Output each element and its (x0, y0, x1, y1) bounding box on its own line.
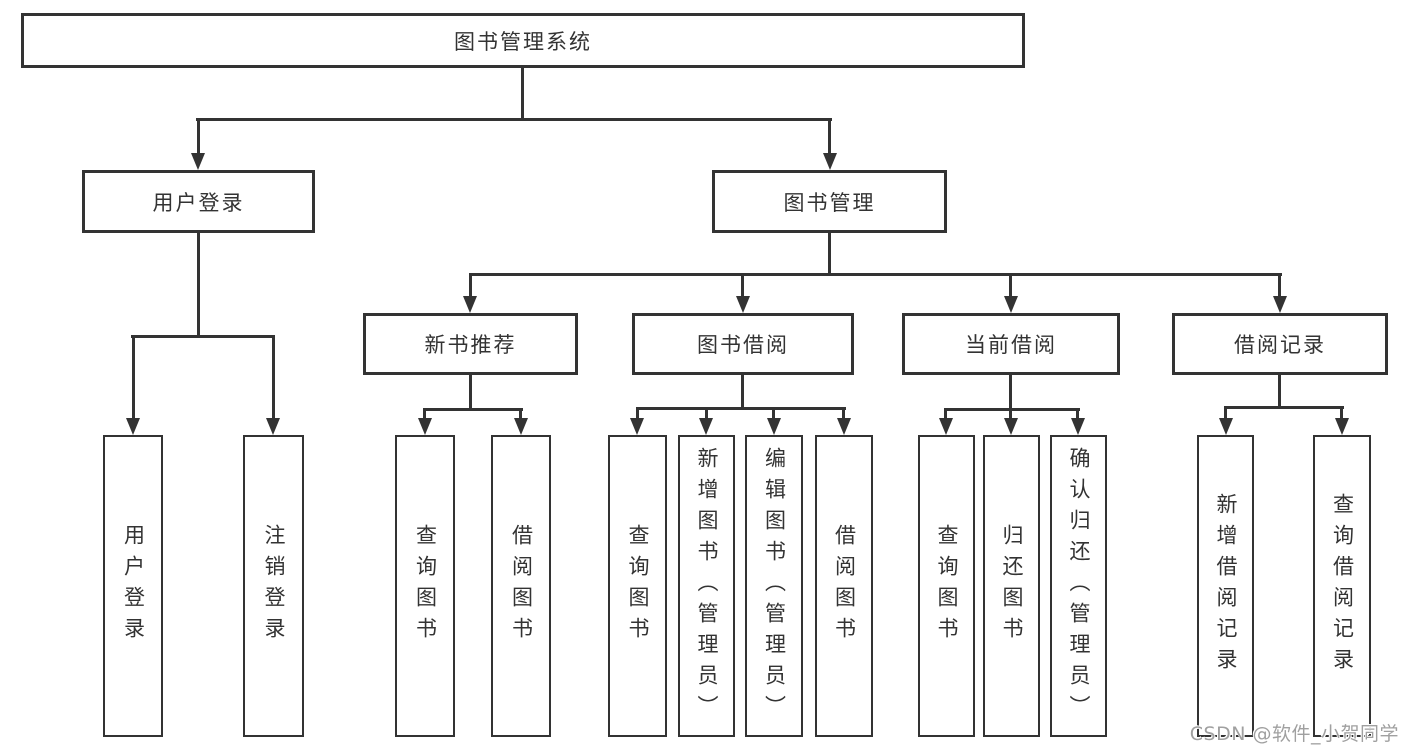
connector-book-management-stem (828, 233, 831, 273)
arrowhead-leaf-5 (630, 418, 644, 435)
connector-root-stem (521, 68, 524, 118)
node-book-management-label: 图书管理 (783, 190, 876, 215)
arrowhead-borrow-record (1273, 296, 1287, 313)
connector-drop-new-book-recommend (469, 273, 472, 296)
connector-drop-leaf-7 (772, 407, 775, 418)
node-borrow-record: 借阅记录 (1172, 313, 1388, 375)
arrowhead-current-borrow (1004, 296, 1018, 313)
node-new-book-recommend-label: 新书推荐 (424, 333, 517, 357)
connector-drop-user-login (197, 118, 200, 153)
leaf-add-books-admin-label: 新增图书（管理员） (695, 446, 719, 726)
arrowhead-leaf-3 (418, 418, 432, 435)
arrowhead-leaf-4 (514, 418, 528, 435)
arrowhead-leaf-6 (699, 418, 713, 435)
leaf-borrow-books: 借阅图书 (815, 435, 873, 737)
node-root: 图书管理系统 (21, 13, 1025, 68)
leaf-return-books-label: 归还图书 (1000, 524, 1024, 648)
connector-drop-borrow-record (1278, 273, 1281, 296)
leaf-confirm-return-admin-label: 确认归还（管理员） (1067, 446, 1091, 726)
connector-new-book-recommend-stem (469, 375, 472, 408)
leaf-confirm-return-admin: 确认归还（管理员） (1050, 435, 1107, 737)
connector-drop-leaf-8 (842, 407, 845, 418)
connector-current-borrow-branch (944, 408, 1080, 411)
leaf-query-borrow-record-label: 查询借阅记录 (1330, 493, 1355, 679)
connector-book-management-branch (469, 273, 1282, 276)
connector-drop-leaf-12 (1224, 406, 1227, 418)
node-current-borrow-label: 当前借阅 (965, 333, 1057, 357)
node-book-management: 图书管理 (712, 170, 947, 233)
node-user-login: 用户登录 (82, 170, 315, 233)
connector-current-borrow-stem (1009, 375, 1012, 408)
connector-user-login-stem (197, 233, 200, 335)
leaf-return-books: 归还图书 (983, 435, 1040, 737)
node-book-borrow: 图书借阅 (632, 313, 854, 375)
connector-user-login-branch (131, 335, 275, 338)
arrowhead-user-login (191, 153, 205, 170)
connector-drop-book-borrow (741, 273, 744, 296)
connector-book-borrow-branch (636, 407, 846, 410)
connector-borrow-record-stem (1278, 375, 1281, 406)
leaf-add-borrow-record-label: 新增借阅记录 (1214, 493, 1238, 679)
node-book-borrow-label: 图书借阅 (697, 333, 789, 357)
leaf-add-borrow-record: 新增借阅记录 (1197, 435, 1254, 737)
node-user-login-label: 用户登录 (152, 190, 245, 215)
connector-root-branch (196, 118, 832, 121)
leaf-borrow-books-recommend-label: 借阅图书 (509, 524, 534, 648)
arrowhead-leaf-13 (1335, 418, 1349, 435)
connector-drop-leaf-5 (636, 407, 639, 418)
arrowhead-leaf-9 (939, 418, 953, 435)
csdn-watermark: CSDN @软件_小贺同学 (1189, 723, 1399, 745)
arrowhead-leaf-10 (1004, 418, 1018, 435)
arrowhead-leaf-1 (126, 418, 140, 435)
connector-drop-leaf-3 (423, 408, 426, 418)
leaf-edit-books-admin-label: 编辑图书（管理员） (762, 446, 787, 726)
arrowhead-leaf-7 (767, 418, 781, 435)
connector-drop-leaf-6 (705, 407, 708, 418)
leaf-query-books-current: 查询图书 (918, 435, 975, 737)
leaf-query-books-borrow-label: 查询图书 (626, 524, 650, 648)
leaf-query-borrow-record: 查询借阅记录 (1313, 435, 1371, 737)
connector-drop-leaf-9 (944, 408, 947, 418)
connector-drop-leaf-1 (132, 335, 135, 418)
arrowhead-new-book-recommend (463, 296, 477, 313)
node-borrow-record-label: 借阅记录 (1234, 333, 1326, 357)
node-new-book-recommend: 新书推荐 (363, 313, 578, 375)
arrowhead-book-borrow (736, 296, 750, 313)
leaf-query-books-recommend-label: 查询图书 (413, 524, 438, 648)
connector-drop-current-borrow (1009, 273, 1012, 296)
leaf-query-books-recommend: 查询图书 (395, 435, 455, 737)
leaf-logout: 注销登录 (243, 435, 304, 737)
leaf-borrow-books-label: 借阅图书 (832, 524, 857, 648)
connector-drop-book-management (828, 118, 831, 153)
node-current-borrow: 当前借阅 (902, 313, 1120, 375)
leaf-logout-label: 注销登录 (262, 524, 286, 648)
connector-borrow-record-branch (1224, 406, 1344, 409)
connector-book-borrow-stem (741, 375, 744, 407)
connector-new-book-recommend-branch (423, 408, 523, 411)
leaf-add-books-admin: 新增图书（管理员） (678, 435, 735, 737)
connector-drop-leaf-11 (1076, 408, 1079, 418)
connector-drop-leaf-2 (272, 335, 275, 418)
arrowhead-leaf-11 (1071, 418, 1085, 435)
leaf-edit-books-admin: 编辑图书（管理员） (745, 435, 803, 737)
connector-drop-leaf-13 (1340, 406, 1343, 418)
leaf-query-books-current-label: 查询图书 (935, 524, 959, 648)
connector-drop-leaf-10 (1009, 408, 1012, 418)
node-root-label: 图书管理系统 (454, 29, 592, 54)
leaf-user-login: 用户登录 (103, 435, 163, 737)
leaf-user-login-label: 用户登录 (121, 524, 146, 648)
leaf-query-books-borrow: 查询图书 (608, 435, 667, 737)
arrowhead-leaf-2 (266, 418, 280, 435)
leaf-borrow-books-recommend: 借阅图书 (491, 435, 551, 737)
arrowhead-leaf-8 (837, 418, 851, 435)
connector-drop-leaf-4 (519, 408, 522, 418)
arrowhead-book-management (823, 153, 837, 170)
arrowhead-leaf-12 (1219, 418, 1233, 435)
